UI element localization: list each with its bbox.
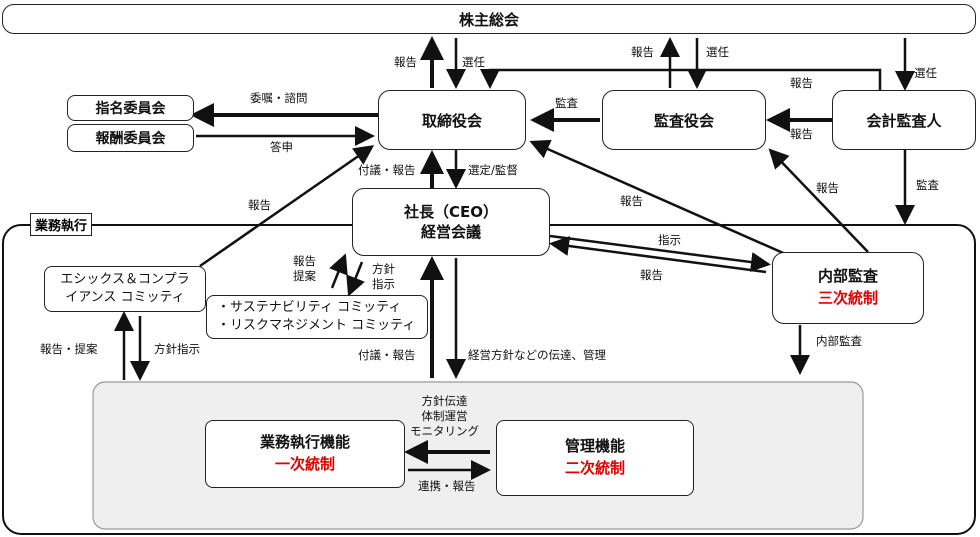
shareholders-box: 株主総会 [2, 4, 976, 34]
label-report-auditor: 報告 [790, 127, 813, 141]
label-elect-down: 選任 [462, 55, 485, 69]
sustainability-committee-box: ・サステナビリティ コミッティ ・リスクマネジメント コミッティ [206, 295, 428, 339]
nomination-label: 指名委員会 [95, 101, 166, 117]
label-internal-audit-down: 内部監査 [816, 334, 862, 348]
label-audit-down: 監査 [916, 178, 939, 192]
ceo-label: 社長（CEO） [403, 202, 498, 221]
label-report-internal-ceo: 報告 [640, 268, 663, 282]
remuneration-committee-box: 報酬委員会 [67, 124, 194, 152]
label-agenda-report2: 付議・報告 [358, 348, 416, 362]
label-report-proposal2: 報告・提案 [40, 342, 98, 356]
business-exec-sub: 一次統制 [274, 455, 335, 473]
auditor-label: 会計監査人 [866, 111, 942, 130]
label-elect-audit-down: 選任 [706, 45, 729, 59]
label-reply: 答申 [270, 140, 293, 154]
label-policy-comm: 経営方針などの伝達、管理 [468, 348, 606, 362]
risk-management-label: ・リスクマネジメント コミッティ [217, 318, 416, 333]
management-label: 管理機能 [564, 437, 625, 456]
ethics-label-1: エシックス＆コンプラ [60, 272, 190, 288]
label-coop-report: 連携・報告 [418, 479, 476, 493]
label-monitoring: 方針伝達体制運営モニタリング [410, 394, 479, 438]
internal-audit-box: 内部監査 三次統制 [772, 252, 924, 324]
label-audit: 監査 [555, 96, 578, 110]
label-policy-instruct: 方針指示 [372, 262, 395, 291]
label-report-internal-board: 報告 [620, 194, 643, 208]
label-report-proposal: 報告提案 [293, 254, 316, 283]
audit-board-label: 監査役会 [653, 111, 714, 130]
label-agenda-report: 付議・報告 [358, 163, 416, 177]
label-instruct: 指示 [658, 233, 681, 247]
label-report-ethics: 報告 [248, 198, 271, 212]
label-commission: 委嘱・諮問 [250, 91, 308, 105]
management-sub: 二次統制 [564, 459, 625, 477]
label-elect-auditor: 選任 [914, 66, 937, 80]
label-report-audit-up: 報告 [631, 45, 654, 59]
ethics-label-2: イアンス コミッティ [65, 290, 185, 305]
board-label: 取締役会 [421, 111, 482, 130]
management-meeting-label: 経営会議 [420, 223, 481, 241]
internal-audit-label: 内部監査 [817, 267, 878, 286]
label-report-internal-audit: 報告 [816, 181, 839, 195]
label-report-auditor-board: 報告 [790, 76, 813, 90]
shareholders-label: 株主総会 [458, 10, 519, 29]
management-box: 管理機能 二次統制 [496, 420, 694, 496]
ethics-committee-box: エシックス＆コンプラ イアンス コミッティ [44, 266, 206, 312]
sustainability-label: ・サステナビリティ コミッティ [217, 300, 402, 316]
remuneration-label: 報酬委員会 [95, 131, 166, 147]
label-policy-instruct2: 方針指示 [154, 342, 200, 356]
auditor-box: 会計監査人 [832, 90, 976, 150]
label-report-up: 報告 [394, 55, 417, 69]
exec-area-tab: 業務執行 [30, 213, 93, 236]
ceo-box: 社長（CEO） 経営会議 [352, 188, 550, 256]
board-box: 取締役会 [378, 90, 526, 150]
nomination-committee-box: 指名委員会 [67, 95, 194, 121]
audit-board-box: 監査役会 [602, 90, 766, 150]
internal-audit-sub: 三次統制 [817, 289, 878, 307]
business-exec-label: 業務執行機能 [259, 433, 350, 452]
label-elect-supervise: 選定/監督 [468, 163, 518, 177]
business-exec-box: 業務執行機能 一次統制 [205, 420, 405, 488]
